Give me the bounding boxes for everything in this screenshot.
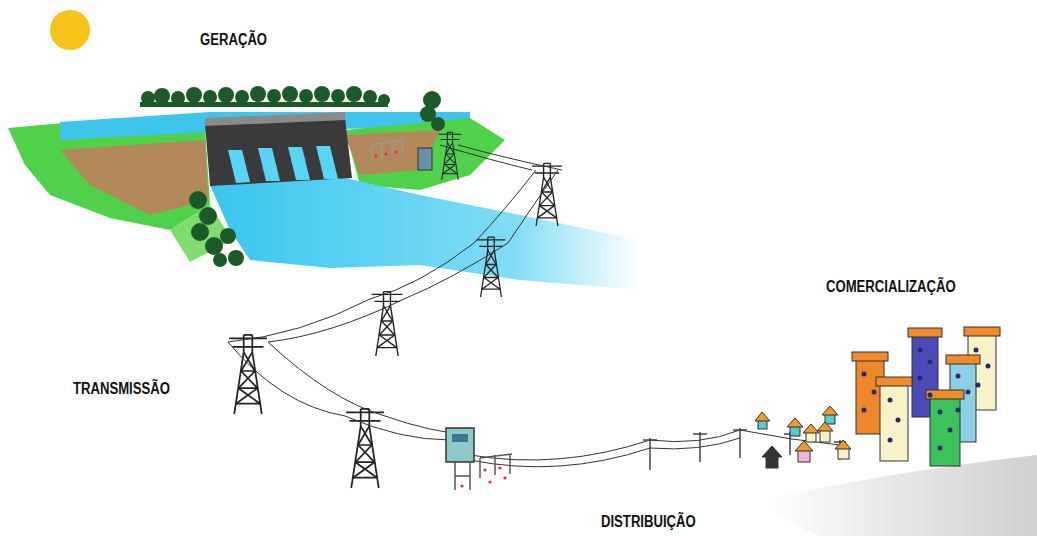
switchyard [372,140,402,160]
house [755,406,851,468]
river-bank [345,130,440,175]
substation [418,148,432,170]
transmission-tower [229,132,562,488]
stage-label: DISTRIBUIÇÃO [601,513,696,531]
tree-row [140,86,390,107]
dam [205,118,352,186]
switchyard [375,151,398,158]
river-bank [60,140,208,215]
substation [446,428,474,462]
utility-pole [643,428,846,470]
land [345,118,505,190]
ground [760,455,1037,536]
tree-cluster [189,91,445,267]
switchyard [455,454,512,490]
building [852,327,1000,466]
power-line [228,145,840,467]
switchyard [460,466,506,487]
dam-crest [205,112,345,126]
sun [50,10,90,50]
stage-label: GERAÇÃO [200,31,267,49]
stage-label: COMERCIALIZAÇÃO [826,278,956,296]
substation [452,434,468,442]
stage-label: TRANSMISSÃO [73,380,170,398]
building-window [862,348,991,451]
spillway [228,146,338,183]
river [210,178,640,290]
